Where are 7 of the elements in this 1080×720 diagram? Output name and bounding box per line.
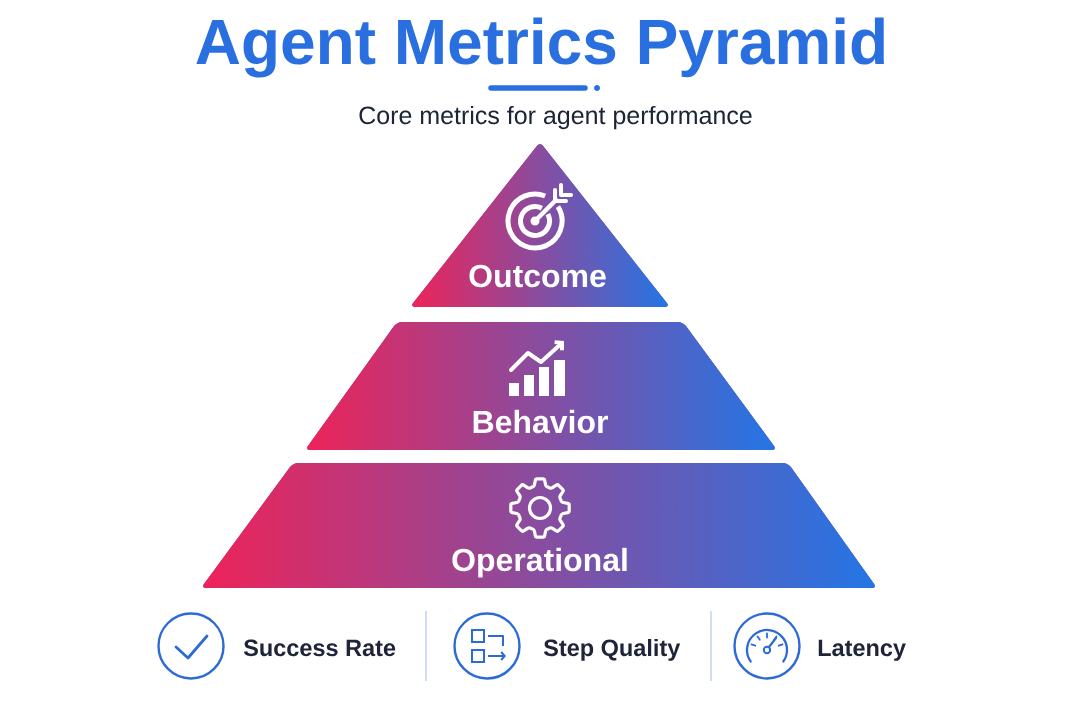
tier-label: Operational [452, 547, 627, 578]
tier-label: Behavior [473, 409, 608, 434]
metric-label: Success Rate [243, 639, 396, 657]
title: Agent Metrics Pyramid [196, 17, 884, 78]
metric-label: Latency [818, 639, 906, 661]
tier-label: Outcome [469, 264, 606, 288]
metric-label: Step Quality [543, 638, 681, 661]
